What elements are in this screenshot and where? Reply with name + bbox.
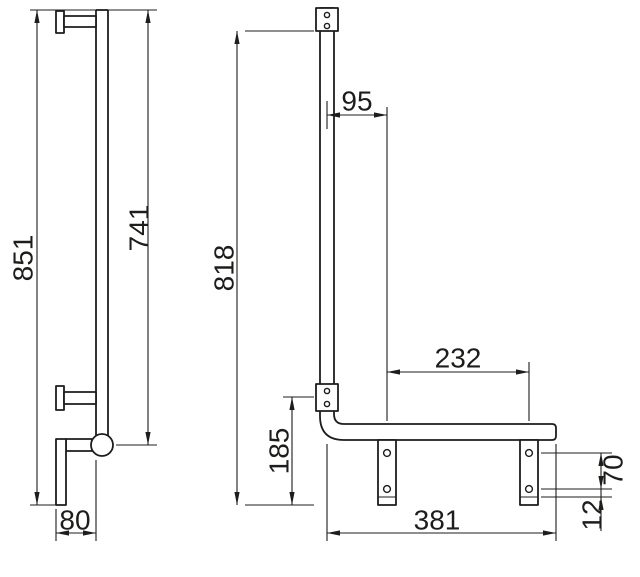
arrowhead <box>83 530 96 536</box>
dimension-plate-offset: 12 <box>541 489 612 531</box>
side-support-leg <box>55 438 67 506</box>
front-l-shaped-rail <box>319 7 557 441</box>
side-mid-bracket-arm <box>63 391 97 405</box>
arrowhead <box>234 31 240 44</box>
front-top-mounting-plate <box>315 7 339 32</box>
arrowhead <box>387 369 400 375</box>
side-top-wall-plate <box>55 10 65 34</box>
arrowhead <box>598 476 604 489</box>
dimension-side-overall-height: 851 <box>8 9 157 506</box>
dim-label-818: 818 <box>209 245 240 292</box>
dim-label-70: 70 <box>598 454 629 485</box>
front-view <box>315 7 557 506</box>
side-top-bracket-arm <box>63 15 97 28</box>
arrowhead <box>598 453 604 466</box>
dim-label-185: 185 <box>264 428 295 475</box>
front-support-left-hole-upper <box>382 448 392 458</box>
arrowhead <box>145 10 151 23</box>
dimension-side-upper-height: 741 <box>116 10 157 446</box>
dimension-front-overall-height: 818 <box>209 30 314 506</box>
arrowhead <box>327 530 340 536</box>
side-support-arm <box>65 438 93 452</box>
arrowhead <box>34 10 40 23</box>
dimension-front-support-spacing: 232 <box>387 343 530 421</box>
arrowhead <box>145 432 151 445</box>
dim-label-95: 95 <box>341 86 372 117</box>
front-mid-mounting-plate <box>315 383 339 412</box>
arrowhead <box>289 397 295 410</box>
front-top-plate-hole-upper <box>323 11 331 19</box>
side-horizontal-bar-end <box>90 433 114 457</box>
side-mid-wall-plate <box>55 385 65 411</box>
arrowhead <box>374 112 387 118</box>
dim-label-232: 232 <box>435 343 482 374</box>
front-support-left-hole-lower <box>382 484 392 494</box>
dimension-side-wall-offset: 80 <box>55 460 97 541</box>
front-support-right <box>519 439 539 506</box>
arrowhead <box>34 492 40 505</box>
front-mid-plate-hole-lower <box>323 400 331 408</box>
side-view <box>55 9 114 506</box>
dim-label-12: 12 <box>577 499 608 530</box>
dimension-support-height: 70 <box>541 452 629 490</box>
front-support-left <box>377 439 397 506</box>
dim-label-80: 80 <box>59 505 90 536</box>
dimension-front-lower-section: 185 <box>264 396 314 505</box>
dim-label-381: 381 <box>414 505 461 536</box>
dimension-front-rail-to-support: 95 <box>326 86 388 421</box>
arrowhead <box>234 492 240 505</box>
dim-label-741: 741 <box>124 205 155 252</box>
arrowhead <box>289 492 295 505</box>
dimension-front-bar-length: 381 <box>326 444 557 541</box>
arrowhead <box>516 369 529 375</box>
arrowhead <box>598 497 604 510</box>
arrowhead <box>543 530 556 536</box>
front-support-right-hole-upper <box>524 448 534 458</box>
front-support-right-hole-lower <box>524 484 534 494</box>
arrowhead <box>327 112 340 118</box>
arrowhead <box>56 530 69 536</box>
front-top-plate-hole-lower <box>323 22 331 30</box>
front-mid-plate-hole-upper <box>323 387 331 395</box>
dim-label-851: 851 <box>8 235 39 282</box>
dimensions: 851 741 80 818 <box>8 9 629 541</box>
